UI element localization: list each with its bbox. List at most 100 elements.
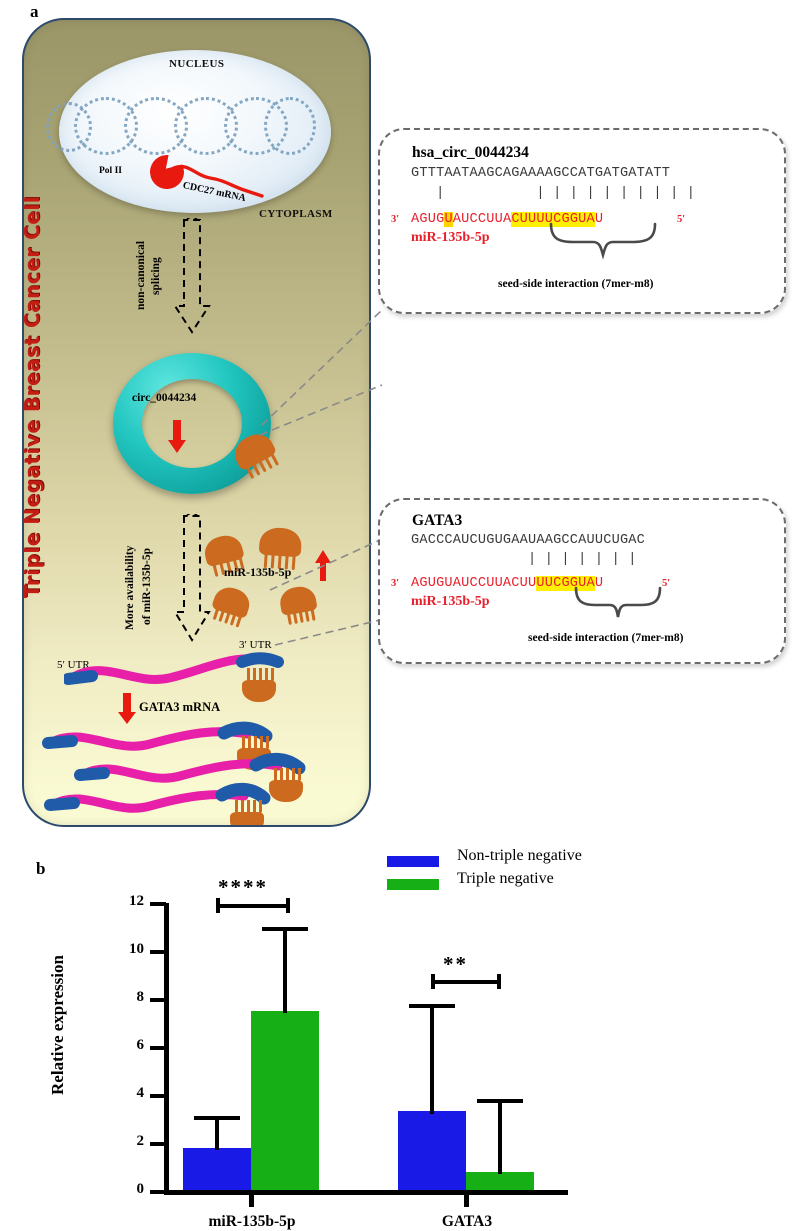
- y-tick: [150, 1142, 166, 1146]
- legend-label-triple-negative: Triple negative: [457, 870, 554, 887]
- significance-bar-mir: [216, 904, 290, 908]
- callout-circ-seed-caption: seed-side interaction (7mer-m8): [498, 278, 654, 290]
- mirna-molecule: [269, 768, 303, 802]
- y-tick: [150, 902, 166, 906]
- y-axis-line: [164, 903, 169, 1194]
- cdc27-mrna-strand: [172, 164, 264, 198]
- x-category-label-gata3: GATA3: [441, 1213, 493, 1230]
- y-tick: [150, 998, 166, 1002]
- callout-circ-mir-suffix: U: [594, 212, 604, 227]
- callout-circ-mir-seed: CUUUUCGGUA: [511, 212, 595, 227]
- y-tick-label: 8: [136, 989, 145, 1005]
- dna-loop: [264, 97, 316, 155]
- splicing-arrow: [173, 218, 211, 334]
- errorbar-cap: [194, 1116, 240, 1120]
- bar-gata3-non-triple-negative: [398, 1111, 466, 1190]
- nucleus-label: NUCLEUS: [169, 58, 225, 70]
- gata3-mrna-strand: [44, 782, 271, 813]
- callout-circ-3prime: 3′: [391, 214, 400, 225]
- y-tick: [150, 1190, 166, 1194]
- gata3-mrna-strand: [42, 721, 273, 751]
- callout-circ-box: hsa_circ_0044234 GTTTAATAAGCAGAAAAGCCATG…: [378, 128, 786, 314]
- callout-gata3-seed-caption: seed-side interaction (7mer-m8): [528, 632, 684, 644]
- bar-mir-triple-negative: [251, 1011, 319, 1190]
- callout-circ-mir-mid: AUCCUUA: [452, 212, 512, 227]
- cytoplasm-label: CYTOPLASM: [259, 208, 333, 220]
- bar-mir-non-triple-negative: [183, 1148, 251, 1190]
- x-axis-line: [164, 1190, 568, 1195]
- mirna-molecule: [242, 668, 276, 702]
- significance-bar-tick: [216, 898, 220, 913]
- errorbar-mir-non-triple-negative: [215, 1116, 219, 1150]
- errorbar-cap: [262, 927, 308, 931]
- callout-gata3-mir-suffix: U: [594, 576, 604, 591]
- callout-circ-5prime: 5′: [677, 214, 686, 225]
- mirna-molecule: [230, 800, 264, 825]
- legend-swatch-non-triple-negative: [387, 856, 439, 867]
- x-category-label-mir: miR-135b-5p: [208, 1213, 296, 1230]
- circrna-hole: [142, 379, 242, 468]
- availability-arrow: [173, 514, 211, 642]
- y-tick-label: 2: [136, 1133, 145, 1149]
- utr5-label: 5′ UTR: [57, 659, 90, 671]
- significance-bar-tick: [431, 974, 435, 989]
- callout-gata3-mir-prefix: AGUGUAUCCUUACUU: [411, 576, 537, 591]
- legend-swatch-triple-negative: [387, 879, 439, 890]
- errorbar-cap: [409, 1004, 455, 1008]
- callout-circ-mir-prefix: AGUG: [411, 212, 445, 227]
- callout-gata3-title: GATA3: [412, 512, 463, 529]
- callout-circ-mir-hl-small: U: [444, 212, 453, 227]
- significance-bar-tick: [286, 898, 290, 913]
- mirna-cluster-label: miR-135b-5p: [224, 565, 292, 579]
- callout-gata3-box: GATA3 GACCCAUCUGUGAAUAAGCCAUUCUGAC | | |…: [378, 498, 786, 664]
- y-tick-label: 12: [129, 893, 144, 909]
- splicing-label-line2: splicing: [150, 257, 162, 295]
- y-axis-label: Relative expression: [48, 955, 67, 1095]
- y-tick: [150, 1094, 166, 1098]
- bar-gata3-triple-negative: [466, 1172, 534, 1190]
- seed-brace: [574, 586, 662, 618]
- callout-circ-target-seq: GTTTAATAAGCAGAAAAGCCATGATGATATT: [411, 166, 671, 181]
- errorbar-mir-triple-negative: [283, 927, 287, 1013]
- availability-label-line1: More availability: [124, 545, 136, 630]
- callout-gata3-bonds: | | | | | | |: [411, 552, 637, 567]
- cell-title: Triple Negative Breast Cancer Cell: [20, 195, 44, 599]
- gata3-mrna-label: GATA3 mRNA: [139, 700, 221, 714]
- utr3-label: 3′ UTR: [239, 639, 272, 651]
- callout-circ-bonds: | | | | | | | | | | |: [411, 186, 696, 201]
- circrna-label: circ_0044234: [132, 392, 197, 404]
- y-tick: [150, 950, 166, 954]
- downregulation-arrow-gata3: [118, 693, 136, 724]
- callout-gata3-3prime: 3′: [391, 578, 400, 589]
- availability-label-line2: of miR-135b-5p: [141, 548, 153, 625]
- pol2-label: Pol II: [99, 166, 122, 176]
- callout-gata3-5prime: 5′: [662, 578, 671, 589]
- splicing-label-line1: non-canonical: [135, 240, 147, 310]
- callout-circ-mir-name: miR-135b-5p: [411, 230, 490, 245]
- x-tick-mir: [249, 1193, 254, 1207]
- significance-stars-gata3: **: [443, 952, 468, 976]
- significance-stars-mir: ****: [218, 875, 268, 899]
- callout-gata3-target-seq: GACCCAUCUGUGAAUAAGCCAUUCUGAC: [411, 533, 646, 548]
- cell-diagram: NUCLEUS Pol II CDC27 mRNA CYTOPLASM non-…: [22, 18, 371, 827]
- errorbar-cap: [477, 1099, 523, 1103]
- gata3-mrna-strand: [64, 652, 284, 685]
- y-tick-label: 0: [136, 1181, 145, 1197]
- dna-loop: [46, 102, 92, 152]
- legend-label-non-triple-negative: Non-triple negative: [457, 847, 582, 864]
- y-tick-label: 4: [136, 1085, 145, 1101]
- significance-bar-tick: [497, 974, 501, 989]
- errorbar-gata3-triple-negative: [498, 1099, 502, 1174]
- y-tick-label: 10: [129, 941, 144, 957]
- y-tick-label: 6: [136, 1037, 145, 1053]
- callout-connector-lines: [259, 309, 383, 646]
- callout-circ-title: hsa_circ_0044234: [412, 144, 529, 161]
- panel-b-label: b: [36, 859, 46, 878]
- circrna-torus: [113, 353, 271, 494]
- errorbar-gata3-non-triple-negative: [430, 1004, 434, 1114]
- significance-bar-gata3: [431, 980, 501, 984]
- y-tick: [150, 1046, 166, 1050]
- panel-a-label: a: [30, 2, 39, 21]
- x-tick-gata3: [464, 1193, 469, 1207]
- seed-brace: [549, 222, 657, 260]
